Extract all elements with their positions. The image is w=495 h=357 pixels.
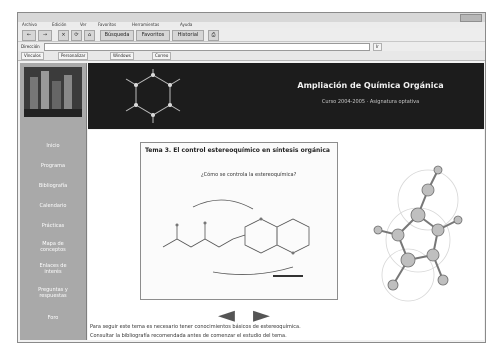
molecule-3d-image [373,165,463,302]
home-button[interactable]: ⌂ [84,30,95,41]
back-button[interactable]: ← [22,30,36,41]
sidebar-item-faq[interactable]: Preguntas y respuestas [38,287,68,299]
address-bar: Dirección Ir [18,42,485,51]
slide-question: ¿Cómo se controla la estereoquímica? [201,172,297,178]
print-button[interactable]: ⎙ [208,30,219,41]
stop-button[interactable]: × [58,30,69,41]
link-windows[interactable]: Windows [110,52,134,60]
slide-title: Tema 3. El control estereoquímico en sín… [145,147,330,154]
reaction-diagram [162,199,310,277]
search-button[interactable]: Búsqueda [100,30,134,41]
menu-bar: Archivo Edición Ver Favoritos Herramient… [18,22,485,28]
site-logo [24,67,82,117]
prev-arrow[interactable]: ◄ [218,303,235,328]
address-input[interactable] [44,43,370,51]
logo-image [24,67,82,117]
sidebar-item-forum[interactable]: Foro [47,315,59,321]
page-subtitle: Curso 2004-2005 · Asignatura optativa [321,99,420,105]
main-content: Tema 3. El control estereoquímico en sín… [88,130,484,340]
forward-button[interactable]: → [38,30,52,41]
sidebar-item-concept-map[interactable]: Mapa de conceptos [40,241,66,253]
menu-file[interactable]: Archivo [22,22,37,27]
menu-view[interactable]: Ver [80,22,87,27]
links-label: Vínculos [21,52,44,60]
link-mail[interactable]: Correo [152,52,172,60]
menu-tools[interactable]: Herramientas [132,22,160,27]
page-title: Ampliación de Química Orgánica [297,81,444,90]
sidebar-item-program[interactable]: Programa [40,163,66,169]
sidebar-item-home[interactable]: Inicio [46,143,60,149]
banner-molecule-icon [125,69,181,123]
refresh-button[interactable]: ⟳ [71,30,82,41]
menu-favorites[interactable]: Favoritos [98,22,117,27]
link-customize[interactable]: Personalizar [58,52,89,60]
footer-note-secondary: Consultar la bibliografía recomendada an… [90,333,287,339]
toolbar: ← → × ⟳ ⌂ Búsqueda Favoritos Historial ⎙ [18,28,485,42]
history-button[interactable]: Historial [172,30,204,41]
sidebar-item-calendar[interactable]: Calendario [39,203,67,209]
browser-window: Archivo Edición Ver Favoritos Herramient… [17,12,486,343]
favorites-button[interactable]: Favoritos [136,30,170,41]
sidebar-item-practicals[interactable]: Prácticas [41,223,65,229]
window-controls[interactable] [460,14,482,22]
menu-edit[interactable]: Edición [52,22,67,27]
sidebar-item-bibliography[interactable]: Bibliografía [38,183,68,189]
sidebar: Inicio Programa Bibliografía Calendario … [20,63,87,340]
page-banner: Ampliación de Química Orgánica Curso 200… [88,63,484,129]
next-arrow[interactable]: ► [253,303,270,328]
address-label: Dirección [21,44,40,49]
links-bar: Vínculos Personalizar Windows Correo [18,51,485,61]
menu-help[interactable]: Ayuda [180,22,193,27]
slide-panel: Tema 3. El control estereoquímico en sín… [140,142,338,300]
sidebar-item-links[interactable]: Enlaces de interés [39,263,67,275]
go-button[interactable]: Ir [373,43,382,51]
footer-note: Para seguir este tema es necesario tener… [90,324,301,330]
